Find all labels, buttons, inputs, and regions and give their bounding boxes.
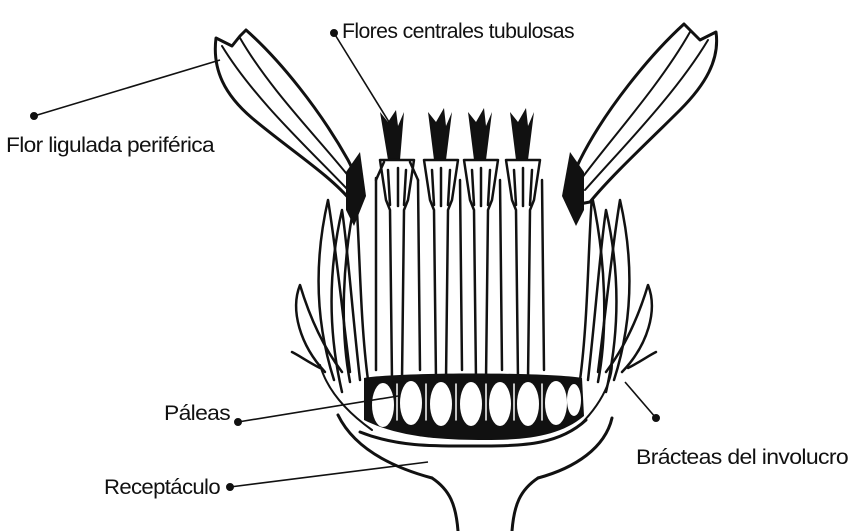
- stem: [432, 478, 538, 531]
- involucral-bracts-right: [580, 196, 656, 392]
- leader-receptacle: [230, 462, 428, 487]
- tubular-flower-4: [506, 108, 540, 380]
- ray-flower-left: [215, 30, 366, 226]
- tubular-flower-3: [464, 108, 498, 380]
- dot-receptacle: [227, 484, 233, 490]
- label-involucral-bracts: Brácteas del involucro: [636, 446, 848, 469]
- leader-ray-flower: [34, 60, 220, 116]
- dot-ray-flower: [31, 113, 37, 119]
- tubular-flower-1: [376, 110, 418, 380]
- tubular-flowers: [376, 108, 544, 380]
- label-receptacle: Receptáculo: [104, 476, 220, 499]
- dot-tubular-flowers: [331, 30, 337, 36]
- label-paleae: Páleas: [164, 402, 230, 425]
- leader-tubular-flowers: [334, 33, 389, 122]
- dot-involucral-bracts: [653, 415, 659, 421]
- dot-paleae: [235, 419, 241, 425]
- ray-flower-right: [562, 24, 717, 226]
- involucral-bracts-left: [292, 196, 368, 392]
- label-ray-flower: Flor ligulada periférica: [6, 134, 215, 157]
- leader-involucral-bracts: [625, 382, 656, 418]
- label-tubular-flowers: Flores centrales tubulosas: [342, 20, 574, 43]
- tubular-flower-2: [424, 108, 458, 380]
